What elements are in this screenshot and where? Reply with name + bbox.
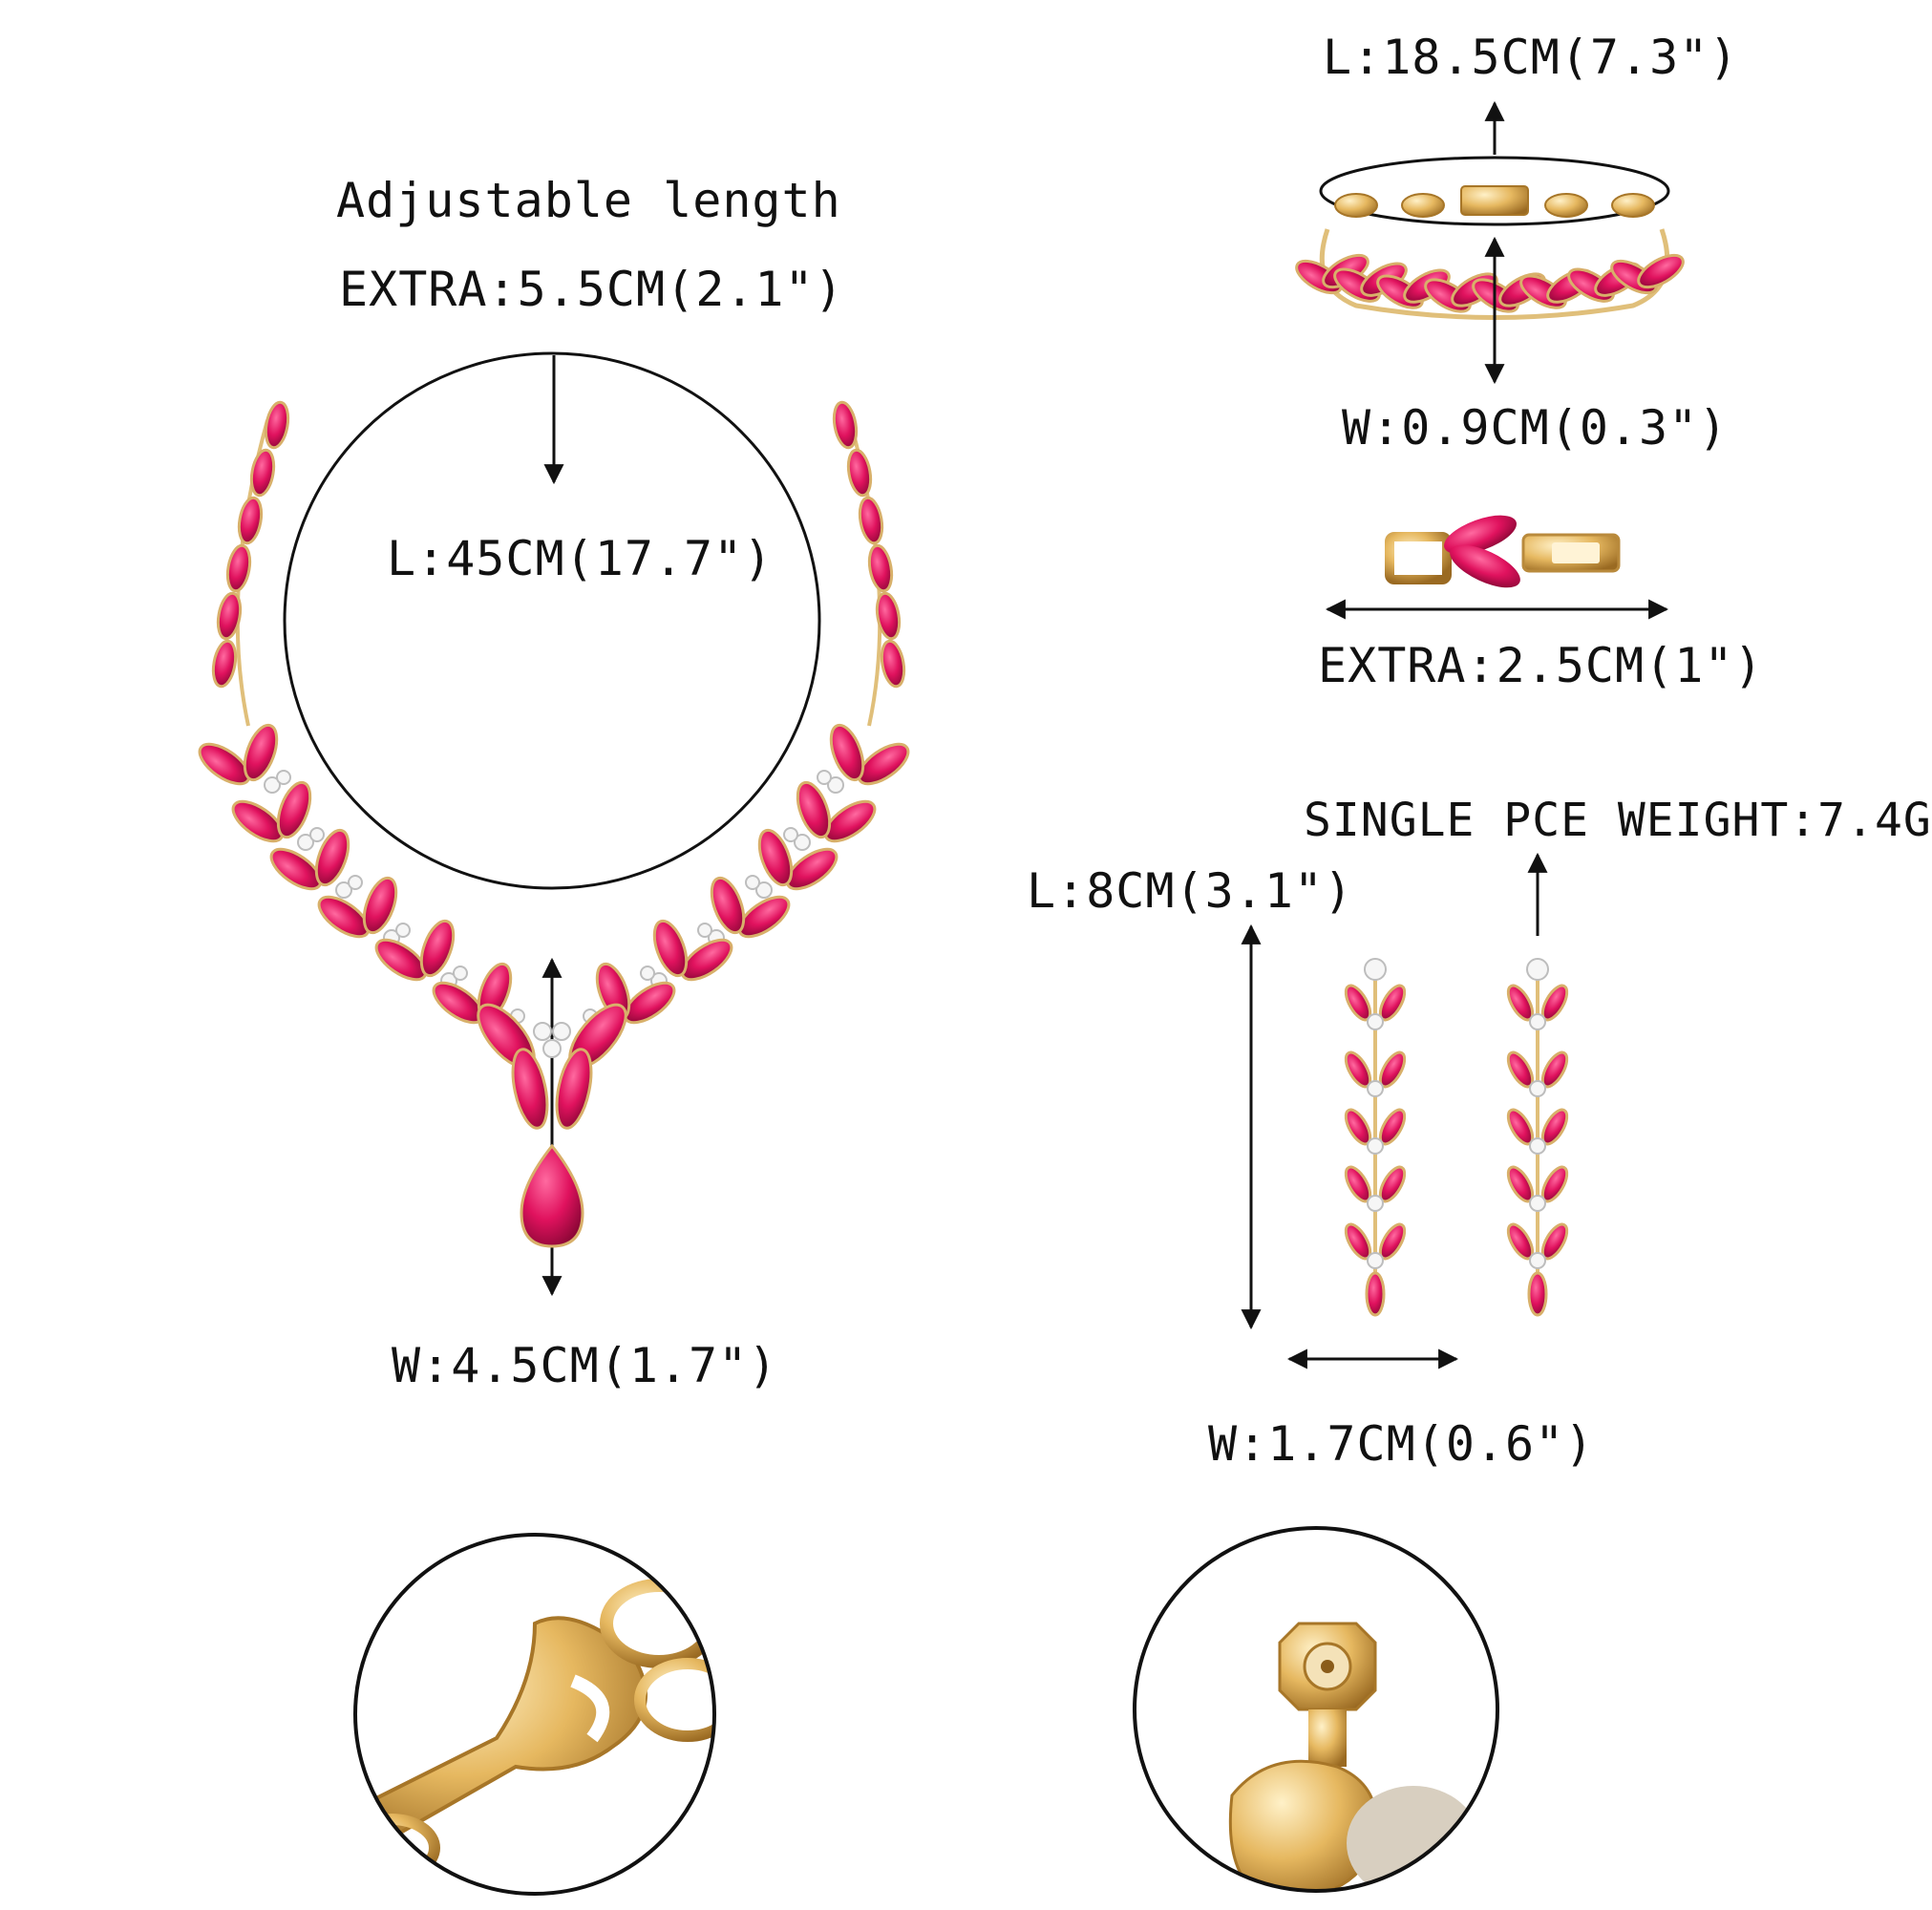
earrings-illustration (1344, 958, 1569, 1317)
necklace-leaf-gem (823, 799, 877, 843)
earring-post-detail (1133, 1526, 1499, 1893)
necklace-side-gem (846, 448, 873, 498)
necklace-leaf-gem (652, 919, 689, 978)
bracelet-clasp-box (1460, 185, 1529, 216)
bracelet-extra-label: EXTRA:2.5CM(1") (1318, 638, 1764, 693)
crystal (542, 1039, 562, 1058)
necklace-side-gem (216, 591, 243, 641)
necklace-leaf-gem (276, 780, 312, 839)
crystal (1367, 1137, 1384, 1155)
crystal (640, 966, 655, 981)
necklace-side-gem (264, 400, 290, 450)
crystal (453, 966, 468, 981)
necklace-side-gem (832, 400, 859, 450)
necklace-leaf-gem (374, 938, 428, 982)
crystal (697, 923, 712, 938)
crystal (1529, 1195, 1546, 1212)
bracelet-clasp-illustration (1385, 515, 1621, 588)
necklace-side-gem (249, 448, 276, 498)
crystal (827, 776, 844, 794)
bracelet-length-ellipse (1319, 156, 1670, 226)
crystal (817, 770, 832, 785)
pendant-drop-gem (520, 1143, 584, 1248)
earring-drop-gem (1365, 1271, 1386, 1317)
crystal (1367, 1080, 1384, 1097)
crystal (1529, 1013, 1546, 1030)
crystal (297, 834, 314, 851)
necklace-leaf-gem (857, 742, 910, 786)
necklace-adjustable-label: Adjustable length (336, 173, 841, 228)
earring-drop-gem (1527, 1271, 1548, 1317)
crystal (745, 875, 760, 890)
crystal (794, 834, 811, 851)
crystal (552, 1022, 571, 1041)
bracelet-back-leaf (1334, 193, 1378, 218)
bracelet-gem (1637, 253, 1685, 289)
necklace-leaf-gem (269, 847, 323, 891)
necklace-side-gem (875, 591, 902, 641)
bracelet-illustration (1295, 185, 1685, 320)
earring-width-label: W:1.7CM(0.6") (1208, 1416, 1595, 1472)
necklace-leaf-gem (314, 828, 350, 887)
necklace-side-gem (211, 639, 238, 689)
necklace-leaf-gem (737, 895, 791, 939)
necklace-leaf-gem (243, 723, 279, 782)
crystal (1526, 958, 1549, 981)
necklace-leaf-gem (710, 876, 746, 935)
crystal (335, 881, 352, 899)
crystal (533, 1022, 552, 1041)
crystal (309, 827, 325, 842)
bracelet-length-label: L:18.5CM(7.3") (1323, 30, 1739, 85)
crystal (1367, 1013, 1384, 1030)
necklace-leaf-gem (362, 876, 398, 935)
bracelet-back-leaf (1401, 193, 1445, 218)
crystal (755, 881, 773, 899)
necklace-side-gem (225, 543, 252, 593)
necklace-leaf-gem (231, 799, 285, 843)
necklace-leaf-gem (829, 723, 865, 782)
lobster-clasp-detail (353, 1533, 716, 1896)
necklace-width-label: W:4.5CM(1.7") (392, 1338, 778, 1393)
necklace-side-gem (237, 496, 264, 545)
crystal (1364, 958, 1387, 981)
crystal (1367, 1195, 1384, 1212)
necklace-side-gem (880, 639, 906, 689)
necklace-leaf-gem (796, 780, 832, 839)
pendant-leaf-gem (511, 1048, 549, 1130)
necklace-illustration (198, 400, 910, 1248)
necklace-length-circle (283, 351, 821, 890)
bracelet-back-leaf (1611, 193, 1655, 218)
necklace-leaf-gem (317, 895, 371, 939)
necklace-length-label: L:45CM(17.7") (387, 531, 774, 586)
crystal (264, 776, 281, 794)
earring-weight-label: SINGLE PCE WEIGHT:7.4G (1304, 794, 1932, 847)
crystal (1529, 1252, 1546, 1269)
necklace-leaf-gem (419, 919, 456, 978)
necklace-extra-label: EXTRA:5.5CM(2.1") (339, 262, 844, 317)
necklace-leaf-gem (680, 938, 733, 982)
crystal (1529, 1080, 1546, 1097)
crystal (276, 770, 291, 785)
earring-length-label: L:8CM(3.1") (1027, 863, 1354, 919)
crystal (395, 923, 411, 938)
bracelet-width-label: W:0.9CM(0.3") (1342, 400, 1729, 456)
crystal (348, 875, 363, 890)
crystal (783, 827, 798, 842)
bracelet-back-leaf (1544, 193, 1588, 218)
pendant-leaf-gem (555, 1048, 593, 1130)
necklace-side-gem (867, 543, 894, 593)
necklace-leaf-gem (198, 742, 251, 786)
necklace-leaf-gem (757, 828, 794, 887)
crystal (1367, 1252, 1384, 1269)
necklace-leaf-gem (785, 847, 839, 891)
crystal (1529, 1137, 1546, 1155)
necklace-side-gem (858, 496, 884, 545)
